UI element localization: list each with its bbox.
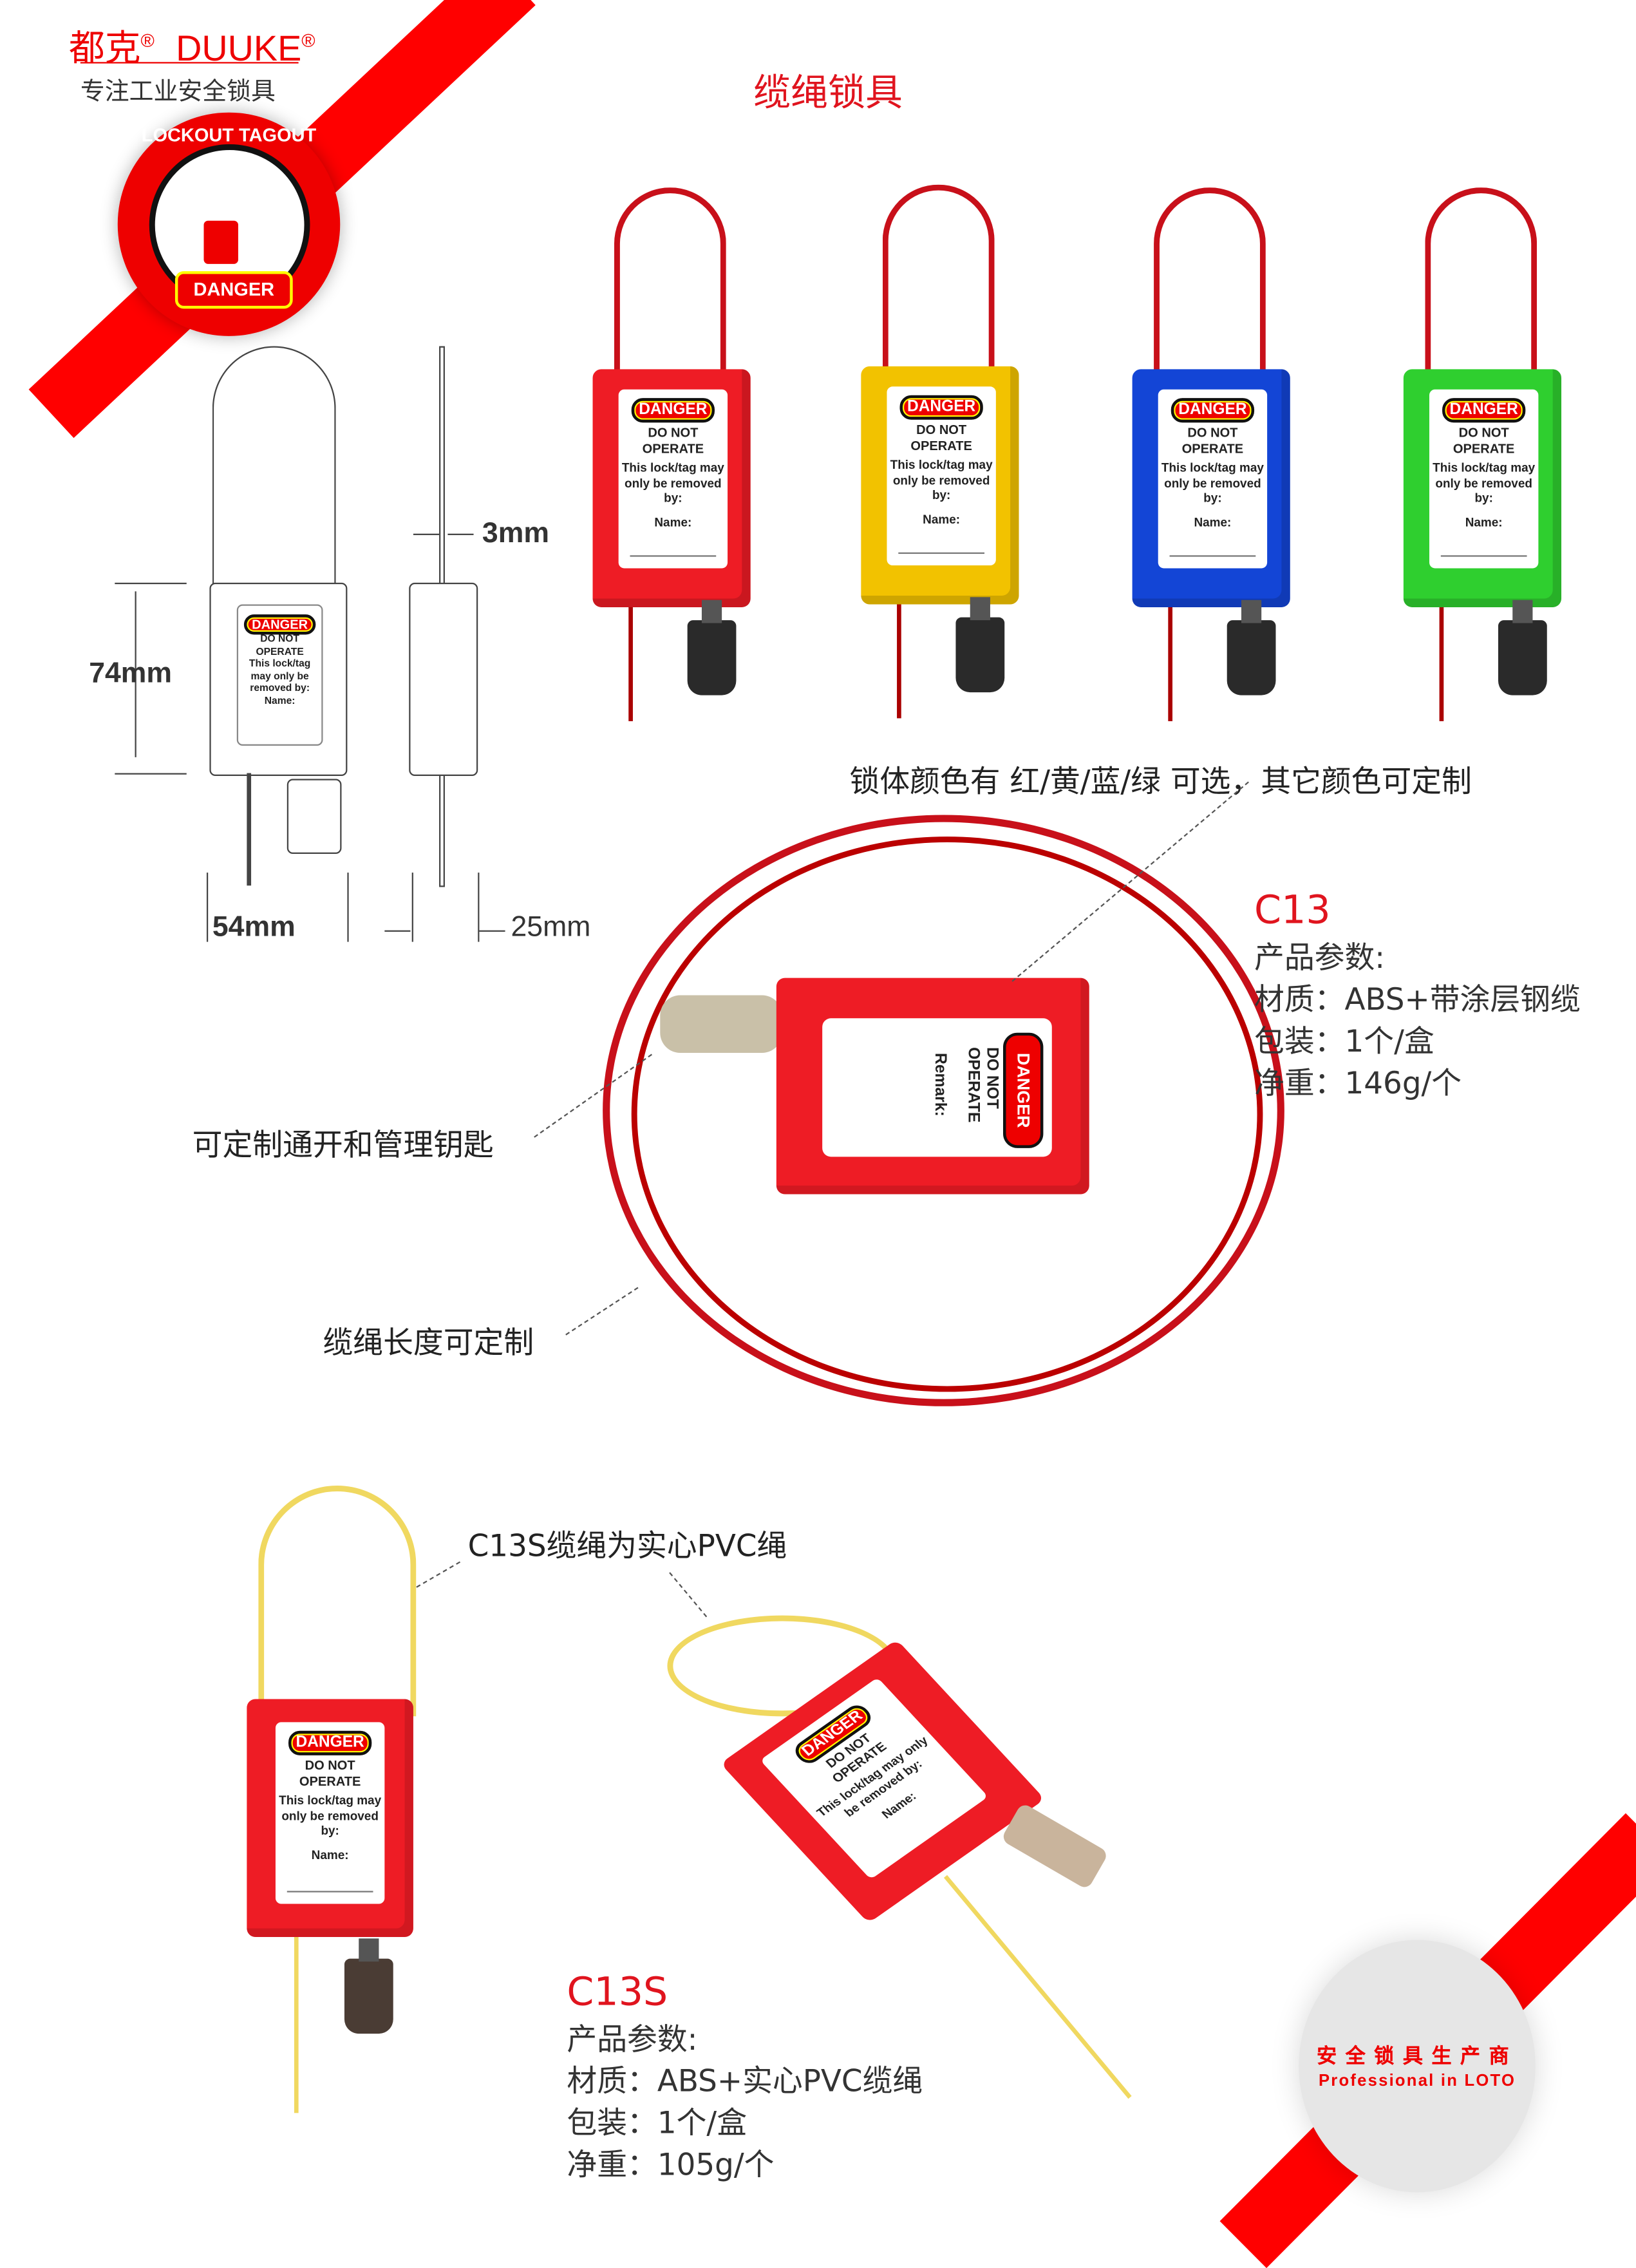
reg-mark: ®	[301, 30, 315, 52]
key-icon	[687, 600, 737, 695]
spec-c13: C13 产品参数: 材质：ABS+带涂层钢缆 包装：1个/盒 净重：146g/个	[1254, 888, 1581, 1101]
tag-danger: DANGER	[1003, 1032, 1044, 1148]
dim-depth: 25mm	[511, 911, 591, 943]
dim-width: 54mm	[212, 911, 296, 943]
key-icon	[1000, 1802, 1109, 1891]
dim-cable: 3mm	[482, 518, 550, 550]
seal-en: Professional in LOTO	[1318, 2072, 1516, 2090]
key-icon	[955, 597, 1005, 693]
leader-line	[416, 1561, 461, 1588]
tag-text: DO NOT OPERATE	[964, 1047, 1001, 1123]
reg-mark: ®	[140, 30, 155, 52]
leader-line	[565, 1287, 639, 1336]
dim-height: 74mm	[89, 657, 173, 690]
badge-danger-label: DANGER	[174, 271, 293, 309]
lock-body: DANGER DO NOT OPERATE Remark:	[776, 978, 1089, 1195]
seal-cn: 安全锁具生产商	[1317, 2045, 1518, 2068]
tag-remark: Remark:	[931, 1053, 949, 1117]
key-icon	[344, 1938, 393, 2034]
badge-ring-text: LOCKOUT TAGOUT	[141, 124, 317, 146]
callout-pvc: C13S缆绳为实心PVC绳	[467, 1529, 787, 1564]
padlock-icon	[203, 220, 238, 264]
callout-cable-length: 缆绳长度可定制	[323, 1325, 534, 1361]
leader-line	[669, 1572, 708, 1618]
brand-underline	[80, 62, 299, 64]
loto-badge: LOCKOUT TAGOUT DANGER	[117, 112, 341, 336]
key-icon	[1227, 600, 1276, 695]
key-icon	[660, 995, 782, 1054]
key-outline-icon	[287, 779, 342, 854]
brand-logo: 都克® DUUKE®	[69, 20, 315, 72]
lock-outline-side	[409, 582, 478, 777]
page-title: 缆绳锁具	[753, 71, 903, 116]
key-icon	[1498, 600, 1547, 695]
brand-slogan: 专注工业安全锁具	[80, 77, 276, 107]
manufacturer-seal: 安全锁具生产商 Professional in LOTO	[1299, 1940, 1536, 2193]
color-note: 锁体颜色有 红/黄/蓝/绿 可选，其它颜色可定制	[849, 764, 1472, 799]
callout-key: 可定制通开和管理钥匙	[192, 1128, 494, 1163]
spec-c13s: C13S 产品参数: 材质：ABS+实心PVC缆绳 包装：1个/盒 净重：105…	[567, 1970, 923, 2182]
